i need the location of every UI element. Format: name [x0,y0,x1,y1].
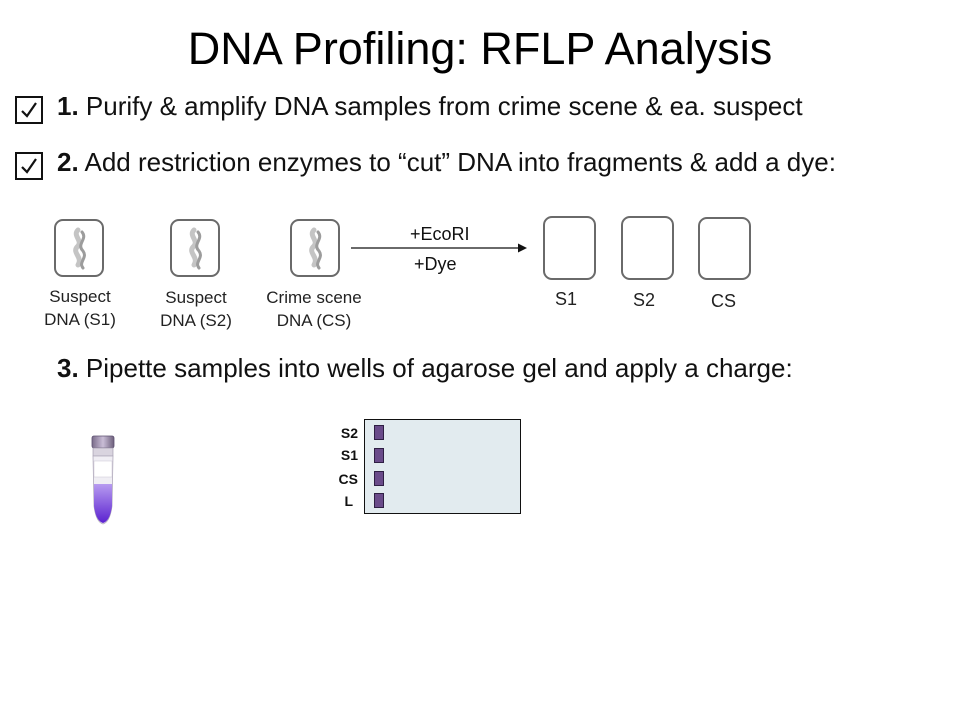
gel-lane-label: S1 [340,447,358,463]
arrow-label-enzyme: +EcoRI [410,224,470,244]
dna-sample-tube-cs [290,219,340,277]
step-1: 1. Purify & amplify DNA samples from cri… [57,90,803,122]
step-2-text: Add restriction enzymes to “cut” DNA int… [84,147,836,177]
gel-well[interactable] [374,493,384,508]
gel-well[interactable] [374,448,384,463]
agarose-gel [364,419,521,514]
step-2-number: 2. [57,147,79,177]
step-3-text: Pipette samples into wells of agarose ge… [85,353,793,383]
result-label-cs: CS [711,291,737,311]
result-label-s1: S1 [555,289,578,309]
checkbox-checked-icon[interactable] [15,152,43,180]
gel-well[interactable] [374,425,384,440]
sample-label-s1: Suspect DNA (S1) [30,285,130,331]
result-tube-s1 [543,216,596,280]
sample-label-line2: DNA (CS) [276,311,352,330]
result-tube-cs [698,217,751,280]
step-1-number: 1. [57,91,79,121]
result-label-s2: S2 [633,290,656,310]
step-2: 2. Add restriction enzymes to “cut” DNA … [57,146,836,178]
arrow-label-dye: +Dye [414,254,457,274]
dna-sample-tube-s2 [170,219,220,277]
dna-strand-icon [73,227,86,270]
result-tube-s2 [621,216,674,280]
step-1-text: Purify & amplify DNA samples from crime … [85,91,803,121]
sample-label-cs: Crime scene DNA (CS) [254,286,374,332]
dna-strand-icon [189,227,202,270]
gel-well[interactable] [374,471,384,486]
step-3-number: 3. [57,353,79,383]
gel-lane-label: CS [338,471,358,487]
step-3: 3. Pipette samples into wells of agarose… [57,352,793,384]
gel-lane-label: S2 [340,425,358,441]
slide-title: DNA Profiling: RFLP Analysis [187,23,773,74]
sample-label-line1: Suspect [49,287,111,306]
dye-vial-icon [91,435,115,525]
sample-label-line2: DNA (S1) [44,310,116,329]
gel-lane-label: L [344,493,353,509]
dna-strand-icon [309,227,322,270]
sample-label-line1: Crime scene [266,288,362,307]
checkbox-checked-icon[interactable] [15,96,43,124]
dna-sample-tube-s1 [54,219,104,277]
sample-label-line1: Suspect [165,288,227,307]
sample-label-line2: DNA (S2) [160,311,232,330]
sample-label-s2: Suspect DNA (S2) [146,286,246,332]
reaction-arrow-icon [351,243,527,253]
